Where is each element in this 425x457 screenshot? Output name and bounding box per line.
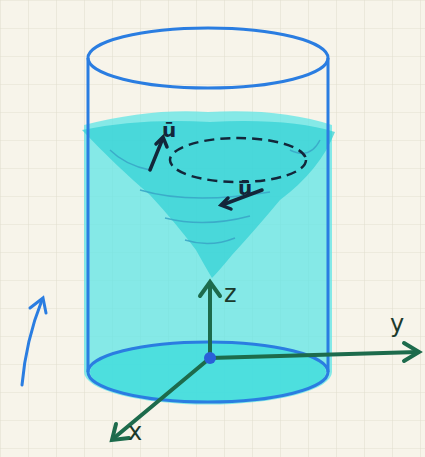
origin: [204, 352, 216, 364]
swirl-lines: [110, 140, 320, 244]
rotation-arrow: [22, 298, 46, 385]
axes: [112, 282, 419, 440]
velocity-label: ū: [162, 120, 176, 140]
axis-label: y: [390, 312, 404, 336]
circulation-loop: [170, 138, 306, 182]
velocity-label: ū: [238, 178, 252, 198]
axis-label: z: [224, 282, 237, 306]
vortex-funnel: [82, 121, 335, 278]
cylinder: [88, 28, 328, 402]
velocity-arrows: [150, 137, 262, 209]
axis-label: x: [128, 420, 142, 444]
